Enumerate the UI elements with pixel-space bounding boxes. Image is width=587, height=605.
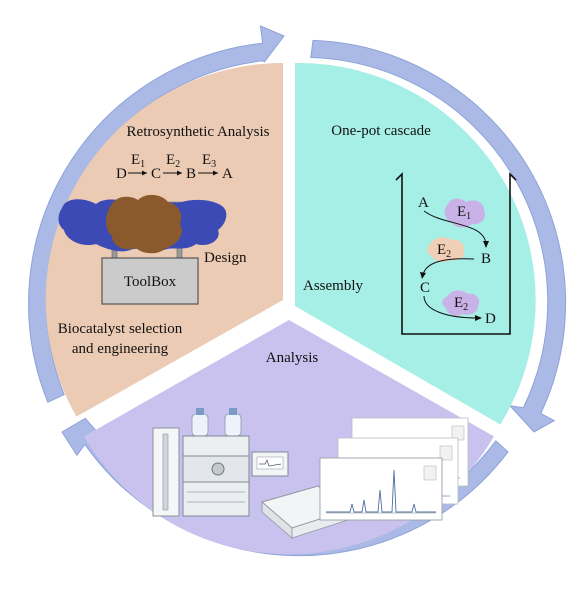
- cascade-arrow-a-to-b: [423, 210, 489, 248]
- solvent-bottle-right: [224, 413, 242, 437]
- ring-arrow-segment-right: [310, 39, 567, 433]
- scheme-species-a: A: [222, 166, 233, 182]
- one-pot-cascade-title: One-pot cascade: [331, 123, 431, 139]
- enzyme-e1-label: E1: [457, 204, 471, 222]
- solvent-bottle-right-cap: [229, 408, 237, 415]
- scheme-enzyme-e2: E2: [166, 152, 180, 170]
- design-label: Design: [204, 250, 247, 266]
- protein-brown-domain: [106, 194, 182, 254]
- cascade-species-a: A: [418, 195, 429, 211]
- chromatogram-sheet-front: [319, 457, 443, 521]
- scheme-species-d: D: [116, 166, 127, 182]
- retrosynthetic-analysis-title: Retrosynthetic Analysis: [127, 124, 270, 140]
- hplc-module-middle: [182, 455, 250, 483]
- cascade-species-c: C: [420, 280, 430, 296]
- protein-structure-image: [58, 194, 227, 254]
- toolbox-box: ToolBox: [101, 257, 199, 305]
- solvent-bottle-left-cap: [196, 408, 204, 415]
- cascade-scheme: A B C D E1 E2 E2: [418, 195, 496, 327]
- cascade-arrow-c-to-d: [423, 295, 482, 321]
- cascade-species-d: D: [485, 311, 496, 327]
- toolbox-box-body: [101, 257, 199, 305]
- scheme-arrow-3: [198, 170, 218, 176]
- vessel-wall: [395, 172, 517, 335]
- toolbox-label: ToolBox: [124, 274, 177, 290]
- enzyme-e2-upper-shape: [427, 237, 465, 263]
- selection-label-line1: Biocatalyst selection: [58, 321, 183, 337]
- enzyme-e2-blob-upper: E2: [427, 237, 465, 263]
- hplc-instrument-image: [152, 408, 289, 517]
- column-tube: [162, 433, 169, 511]
- analysis-title: Analysis: [266, 350, 319, 366]
- scheme-species-b: B: [186, 166, 196, 182]
- scheme-enzyme-e1: E1: [131, 152, 145, 170]
- retrosynthesis-scheme: D C B A E1 E2 E3: [116, 152, 233, 182]
- selection-label-line2: and engineering: [72, 341, 169, 357]
- solvent-bottle-left: [191, 413, 209, 437]
- chromatogram-front-trace: [326, 469, 436, 513]
- scheme-enzyme-e3: E3: [202, 152, 216, 170]
- enzyme-e2-blob-lower: E2: [442, 290, 480, 316]
- one-pot-vessel: [395, 172, 517, 335]
- chromatogram-front-legend: [423, 465, 437, 481]
- enzyme-e2-upper-label: E2: [437, 242, 451, 260]
- detector-screen-trace: [259, 459, 282, 467]
- hplc-knob: [211, 462, 225, 476]
- chromatograms-image: [319, 417, 469, 521]
- scheme-arrow-1: [128, 170, 147, 176]
- scheme-species-c: C: [151, 166, 161, 182]
- hplc-module-bottom: [182, 481, 250, 517]
- chromatogram-middle-legend: [439, 445, 453, 461]
- assembly-label: Assembly: [303, 278, 364, 294]
- enzyme-e1-blob: E1: [444, 198, 486, 228]
- cascade-species-b: B: [481, 251, 491, 267]
- scheme-arrow-2: [163, 170, 182, 176]
- detector-screen: [256, 456, 284, 470]
- hplc-module-top: [182, 435, 250, 457]
- enzyme-e2-lower-shape: [442, 290, 480, 316]
- enzyme-e1-shape: [444, 198, 486, 228]
- cascade-arrow-b-to-c: [420, 258, 475, 279]
- enzyme-e2-lower-label: E2: [454, 295, 468, 313]
